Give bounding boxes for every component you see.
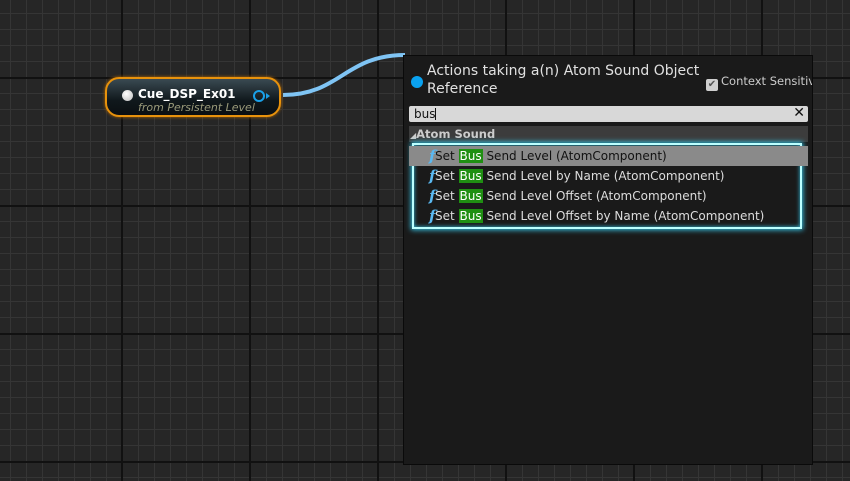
object-reference-icon — [411, 76, 423, 88]
search-input[interactable]: bus ✕ — [409, 105, 808, 122]
function-icon: f — [429, 207, 436, 225]
output-pin-icon[interactable] — [253, 90, 265, 102]
context-sensitive-label: Context Sensitive — [721, 74, 812, 88]
pin-arrow-icon — [266, 93, 270, 99]
search-value: bus — [414, 107, 436, 121]
function-icon: f — [429, 147, 436, 165]
function-icon: f — [429, 167, 436, 185]
node-icon — [122, 90, 133, 101]
function-icon: f — [429, 187, 436, 205]
node-title: Cue_DSP_Ex01 — [138, 87, 236, 101]
category-label: Atom Sound — [416, 127, 496, 141]
action-menu: Actions taking a(n) Atom Sound Object Re… — [403, 55, 813, 465]
context-sensitive-checkbox[interactable]: ✔Context Sensitive — [706, 74, 812, 91]
actor-reference-node[interactable]: Cue_DSP_Ex01 from Persistent Level — [105, 77, 281, 117]
checkmark-icon: ✔ — [706, 79, 718, 91]
collapse-triangle-icon: ◢ — [410, 131, 417, 140]
menu-header: Actions taking a(n) Atom Sound Object Re… — [427, 63, 700, 97]
category-atom-sound[interactable]: ◢Atom Sound — [409, 126, 808, 142]
node-subtitle: from Persistent Level — [138, 101, 255, 114]
clear-search-icon[interactable]: ✕ — [793, 105, 805, 121]
